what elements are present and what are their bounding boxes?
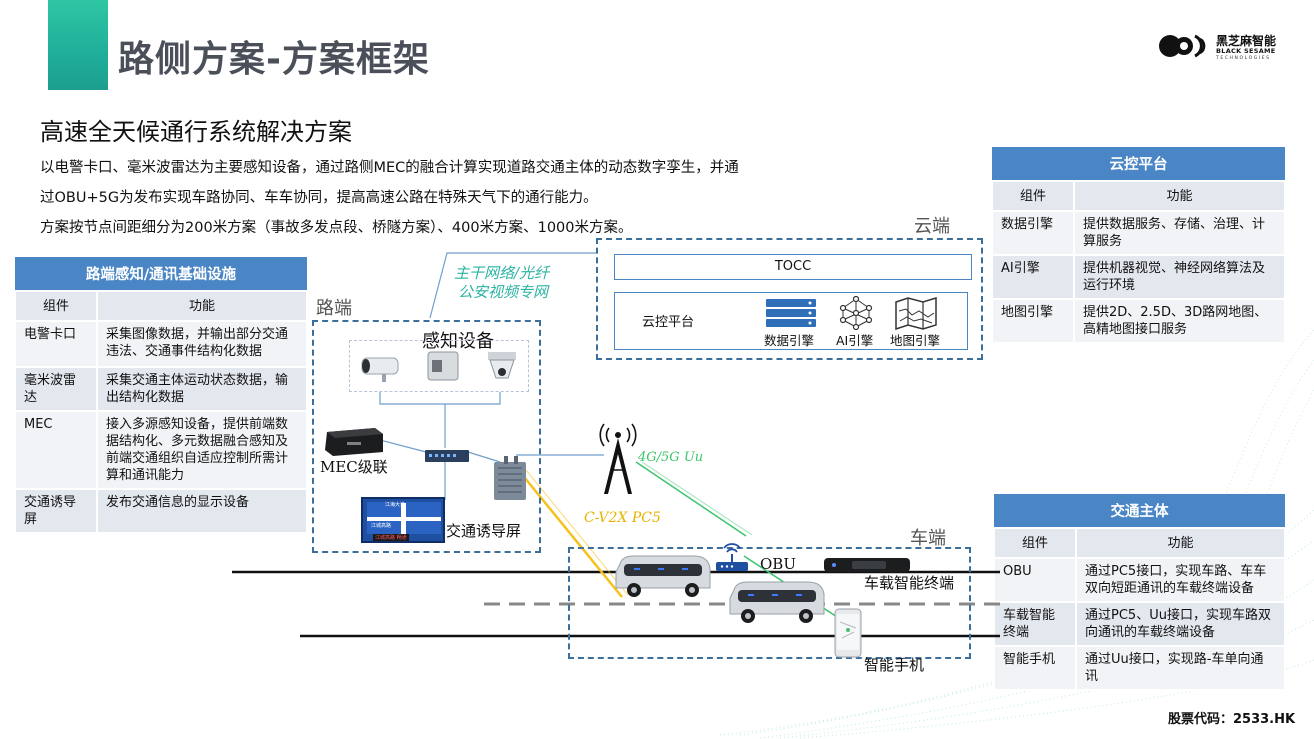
screen-text-bottom: 江城高路 畅通 [373, 534, 409, 541]
column-header: 组件 [14, 290, 98, 322]
table-cell-func: 提供数据服务、存储、治理、计算服务 [1073, 210, 1286, 256]
mec-cascade-label: MEC级联 [320, 458, 388, 476]
decorative-wave-pattern [719, 509, 1314, 739]
cloud-platform-label: 云控平台 [642, 315, 695, 330]
table-cell-name: 地图引擎 [991, 298, 1075, 344]
table-title: 云控平台 [992, 147, 1285, 181]
column-header: 功能 [1073, 180, 1286, 212]
column-header: 组件 [991, 180, 1075, 212]
autonomous-shuttle-icon [615, 555, 711, 597]
roadside-label: 路端 [316, 298, 352, 319]
sensing-devices-group [349, 340, 529, 392]
table-cell-func: 发布交通信息的显示设备 [96, 488, 308, 534]
table-cell-name: 电警卡口 [14, 320, 98, 368]
table-cell-func: 接入多源感知设备，提供前端数据结构化、多元数据融合感知及前端交通组织自适应控制所… [96, 410, 308, 490]
stock-code: 股票代码：2533.HK [1168, 712, 1296, 727]
table-cell-func: 提供2D、2.5D、3D路网地图、高精地图接口服务 [1073, 298, 1286, 344]
database-server-icon [766, 299, 816, 327]
smartphone-label: 智能手机 [864, 656, 925, 674]
table-cell-func: 通过Uu接口，实现路-车单向通讯 [1075, 645, 1286, 691]
traffic-guide-screen-label: 交通诱导屏 [446, 522, 522, 540]
autonomous-shuttle-icon [729, 581, 825, 623]
column-header: 功能 [1075, 527, 1286, 559]
vehicle-section-box [568, 547, 971, 659]
table-cell-name: 车载智能终端 [993, 601, 1077, 647]
column-header: 功能 [96, 290, 308, 322]
dome-camera-icon [488, 352, 516, 379]
camera-icon [361, 357, 399, 382]
column-header: 组件 [993, 527, 1077, 559]
table-cell-name: OBU [993, 557, 1077, 603]
map-icon [895, 297, 937, 330]
pc5-link-label: C-V2X PC5 [584, 510, 661, 526]
page-title: 路侧方案-方案框架 [118, 39, 430, 80]
company-logo: 黑芝麻智能 BLACK SESAME TECHNOLOGIES [1158, 26, 1288, 66]
table-title: 交通主体 [994, 494, 1285, 528]
table-cell-func: 通过PC5、Uu接口，实现车路双向通讯的车载终端设备 [1075, 601, 1286, 647]
obu-label: OBU [760, 555, 796, 573]
table-cell-name: MEC [14, 410, 98, 490]
data-engine-label: 数据引擎 [764, 333, 815, 348]
vehicle-terminal-icon [824, 558, 910, 572]
logo-text-en-sub: TECHNOLOGIES [1216, 56, 1271, 61]
description-line-1: 以电警卡口、毫米波雷达为主要感知设备，通过路侧MEC的融合计算实现道路交通主体的… [40, 160, 739, 176]
uu-link-label: 4G/5G Uu [638, 450, 704, 465]
table-cell-name: 数据引擎 [991, 210, 1075, 256]
roadside-infrastructure-table: 路端感知/通讯基础设施 组件 功能 电警卡口 采集图像数据，并输出部分交通违法、… [14, 257, 308, 534]
header-accent-bar [48, 0, 108, 90]
cloud-section-box [596, 238, 983, 360]
description-line-3: 方案按节点间距细分为200米方案（事故多发点段、桥隧方案）、400米方案、100… [40, 220, 633, 236]
radar-icon [427, 351, 459, 381]
screen-text-mid: 江城高路 [371, 523, 392, 529]
table-cell-name: 毫米波雷达 [14, 366, 98, 412]
obu-router-icon [716, 543, 748, 571]
sensing-devices-label: 感知设备 [422, 331, 494, 352]
screen-text-top: 江海大道 [385, 502, 406, 508]
cell-tower-icon [599, 423, 637, 494]
logo-text-cn: 黑芝麻智能 [1216, 34, 1277, 48]
traffic-guide-screen: 江海大道 江城高路 江城高路 畅通 [361, 497, 445, 543]
logo-text-en: BLACK SESAME [1216, 47, 1276, 55]
decorative-wave-pattern-right [1199, 330, 1314, 550]
ai-engine-label: AI引擎 [836, 333, 874, 348]
mec-server-icon [325, 428, 383, 456]
section-subtitle: 高速全天候通行系统解决方案 [40, 118, 352, 146]
network-label-line1: 主干网络/光纤 [454, 264, 550, 282]
cloud-platform-table: 云控平台 组件 功能 数据引擎 提供数据服务、存储、治理、计算服务 AI引擎 提… [991, 147, 1286, 344]
network-label-line2: 公安视频专网 [458, 283, 549, 301]
table-cell-func: 通过PC5接口，实现车路、车车双向短距通讯的车载终端设备 [1075, 557, 1286, 603]
table-cell-name: 交通诱导屏 [14, 488, 98, 534]
vehicle-terminal-label: 车载智能终端 [864, 574, 955, 592]
table-cell-func: 采集交通主体运动状态数据，输出结构化数据 [96, 366, 308, 412]
map-engine-label: 地图引擎 [890, 333, 941, 348]
logo-mark-icon [1159, 34, 1206, 58]
cloud-label: 云端 [914, 216, 950, 237]
table-cell-name: AI引擎 [991, 254, 1075, 300]
vehicle-label: 车端 [910, 528, 946, 549]
table-cell-name: 智能手机 [993, 645, 1077, 691]
roadside-section-box [312, 320, 541, 553]
smartphone-icon [834, 608, 862, 658]
tocc-box: TOCC [614, 254, 972, 280]
network-switch-icon [425, 450, 469, 462]
table-cell-func: 提供机器视觉、神经网络算法及运行环境 [1073, 254, 1286, 300]
table-title: 路端感知/通讯基础设施 [15, 257, 307, 291]
neural-network-icon [839, 296, 873, 330]
table-cell-func: 采集图像数据，并输出部分交通违法、交通事件结构化数据 [96, 320, 308, 368]
traffic-participants-table: 交通主体 组件 功能 OBU 通过PC5接口，实现车路、车车双向短距通讯的车载终… [993, 494, 1286, 691]
description-line-2: 过OBU+5G为发布实现车路协同、车车协同，提高高速公路在特殊天气下的通行能力。 [40, 190, 598, 206]
rsu-device-icon [494, 456, 526, 500]
